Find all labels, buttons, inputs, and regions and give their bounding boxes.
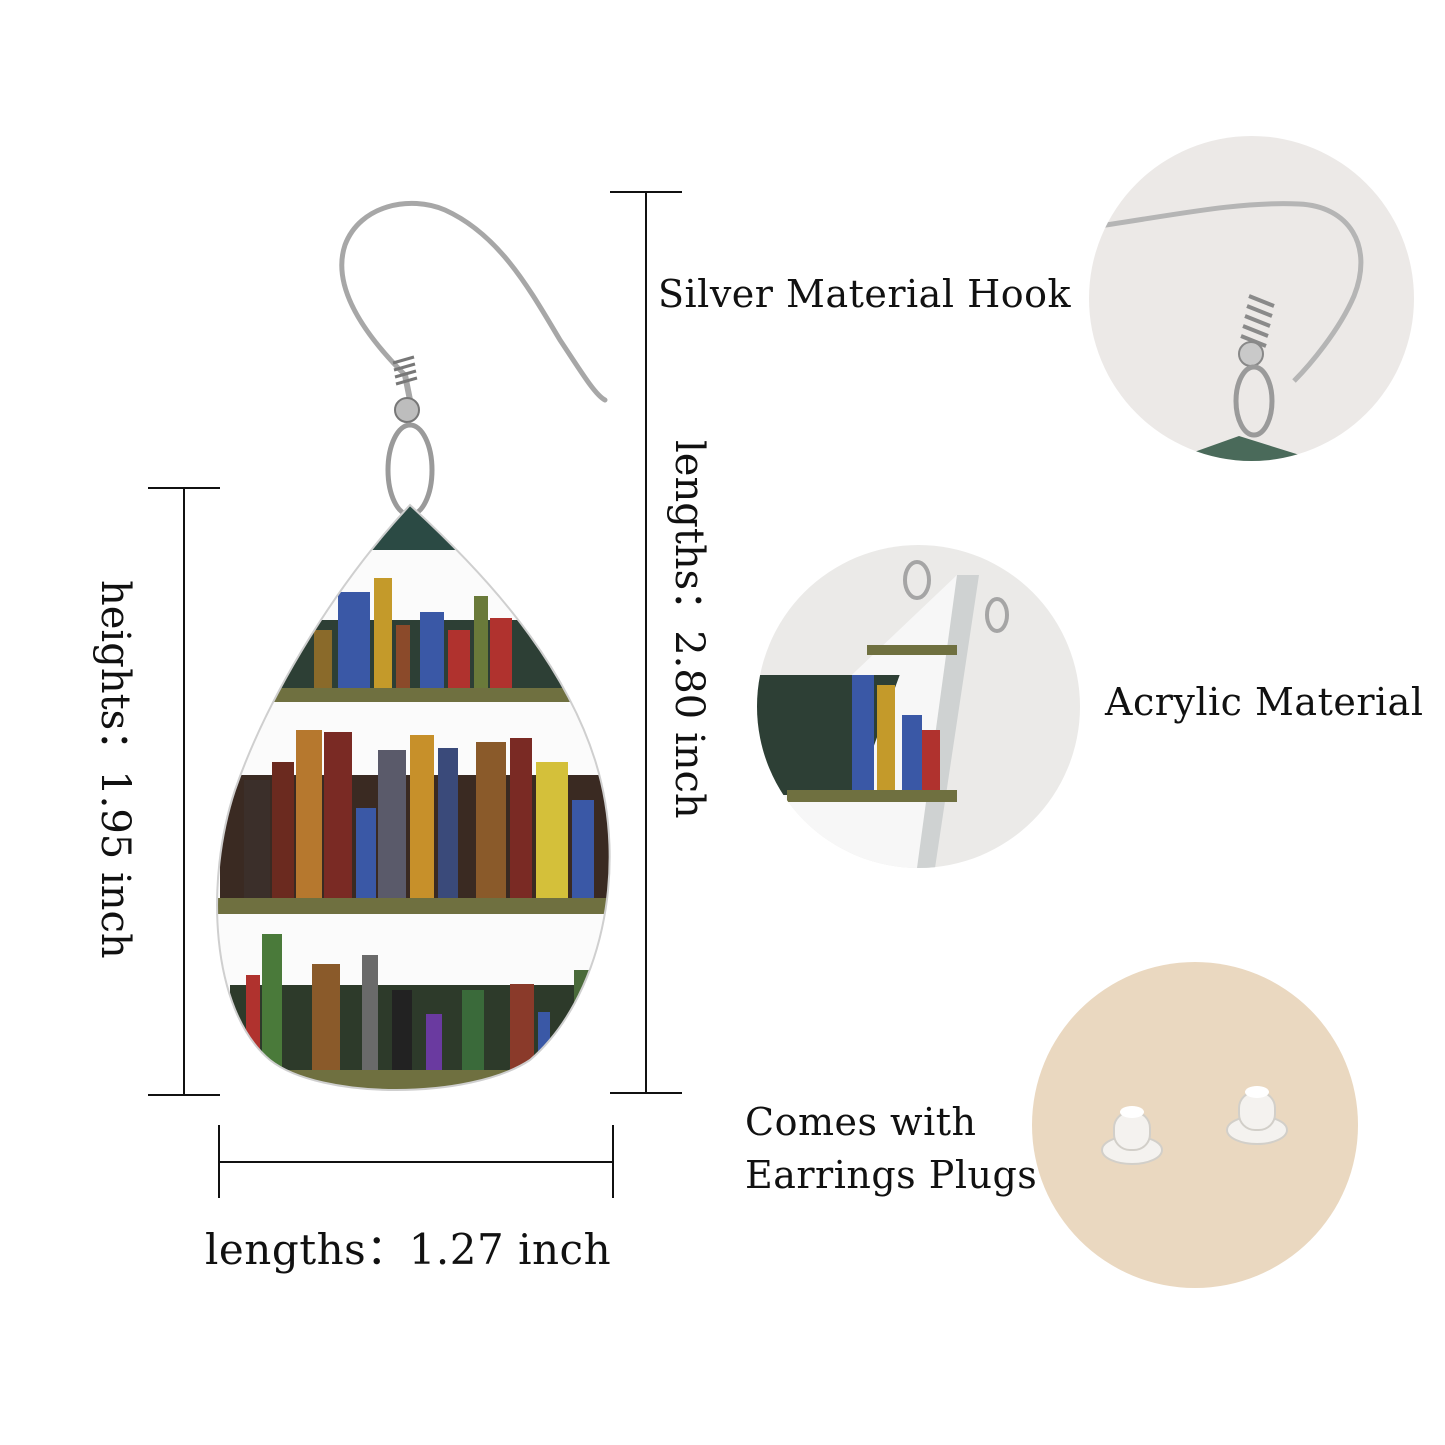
feature-hook-label: Silver Material Hook	[658, 272, 1071, 316]
earring-plugs-photo	[1032, 962, 1358, 1288]
shelf-2-books	[220, 730, 610, 900]
hook-detail-photo	[1089, 136, 1414, 461]
hook-coil	[392, 355, 418, 386]
teardrop-pendant	[217, 505, 610, 1090]
feature-acrylic-label: Acrylic Material	[1105, 680, 1424, 724]
total-length-label: lengths：2.80 inch	[666, 440, 712, 819]
shelf-1-books	[270, 578, 600, 690]
height-label: heights：1.95 inch	[92, 580, 138, 959]
silver-hook	[339, 201, 608, 403]
feature-plugs-label-line2: Earrings Plugs	[745, 1153, 1038, 1197]
acrylic-edge-photo	[757, 545, 1080, 868]
feature-plugs-label-line1: Comes with	[745, 1100, 977, 1144]
dimension-lines	[148, 191, 682, 1198]
width-label: lengths：1.27 inch	[205, 1225, 612, 1274]
jump-ring	[385, 422, 435, 518]
hook-bead	[394, 397, 420, 423]
